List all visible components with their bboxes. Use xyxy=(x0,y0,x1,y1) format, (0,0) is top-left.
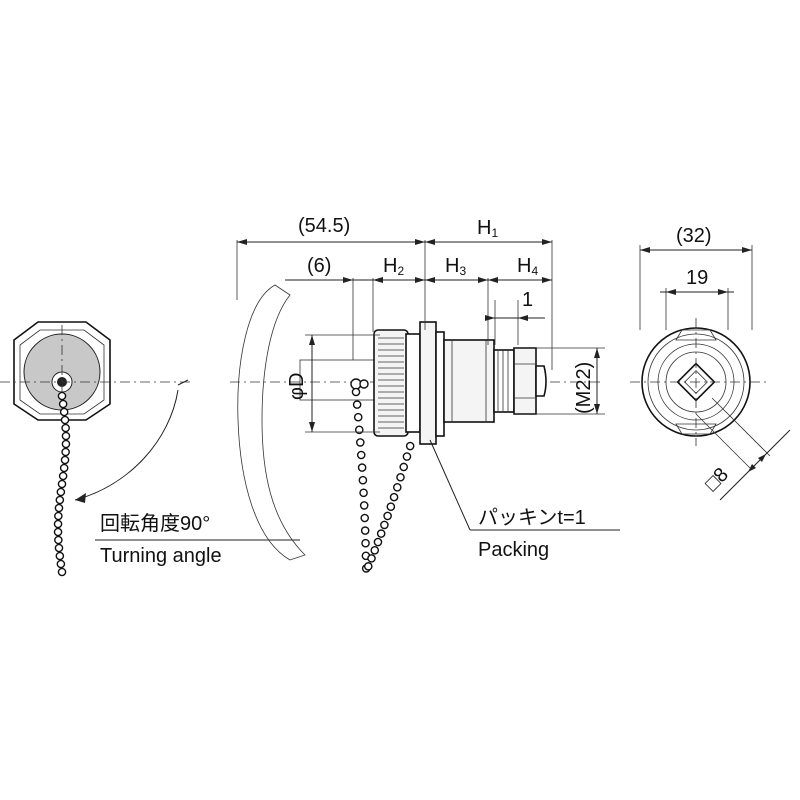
chain-bead xyxy=(61,439,71,449)
chain-bead xyxy=(360,513,370,523)
packing-callout: パッキンt=1 Packing xyxy=(429,439,620,561)
nut-body xyxy=(443,339,495,423)
top-dimensions: (54.5) H1 (6) H2 H3 H4 1 xyxy=(236,215,553,370)
chain-bead xyxy=(376,529,386,538)
chain-bead xyxy=(358,475,368,485)
chain-bead xyxy=(363,562,373,571)
chain-bead xyxy=(61,423,70,433)
packing-en: Packing xyxy=(478,539,549,561)
side-ball-chain xyxy=(350,378,415,573)
ball-chain xyxy=(53,391,71,577)
hex-nut xyxy=(513,347,537,415)
dim-phi-d: φD xyxy=(286,373,308,400)
chain-bead xyxy=(57,479,67,489)
chain-bead xyxy=(370,545,380,555)
chain-bead xyxy=(402,452,412,461)
chain-bead xyxy=(54,535,63,545)
chain-bead xyxy=(54,543,64,553)
chain-bead xyxy=(357,463,367,472)
chain-bead xyxy=(61,431,71,441)
chain-bead xyxy=(56,559,66,569)
turning-angle-jp: 回転角度90° xyxy=(100,512,210,535)
dim-six: (6) xyxy=(307,255,331,277)
dim-m22: (M22) xyxy=(573,362,595,414)
flange xyxy=(419,321,437,445)
chain-bead xyxy=(396,472,405,482)
chain-bead xyxy=(57,567,67,577)
dim-width-19: 19 xyxy=(686,267,708,289)
chain-bead xyxy=(359,488,368,498)
chain-bead xyxy=(386,502,396,511)
chain-bead xyxy=(58,471,68,481)
chain-bead xyxy=(53,519,63,529)
dim-one: 1 xyxy=(522,289,533,311)
chain-bead xyxy=(353,412,363,422)
chain-bead xyxy=(399,462,409,472)
chain-bead xyxy=(55,551,65,561)
chain-bead xyxy=(57,391,67,401)
chain-bead xyxy=(59,463,69,473)
chain-bead xyxy=(60,415,70,425)
side-view xyxy=(230,284,600,573)
chain-bead xyxy=(389,492,399,502)
m22-dimension: (M22) xyxy=(514,347,605,415)
chain-bead xyxy=(60,455,70,465)
phi-d-dimension: φD xyxy=(286,334,380,433)
dim-h4: H4 xyxy=(517,255,538,278)
chain-bead xyxy=(354,425,364,435)
front-view xyxy=(0,321,190,577)
rear-view: (32) 19 □8 xyxy=(630,225,791,501)
chain-bead xyxy=(359,379,369,389)
chain-bead xyxy=(355,438,365,447)
dim-h1: H1 xyxy=(477,217,498,240)
dim-overall: (54.5) xyxy=(298,215,350,237)
chain-bead xyxy=(359,501,369,510)
handle-outline xyxy=(237,284,306,561)
chain-bead xyxy=(356,450,366,460)
chain-bead xyxy=(360,526,370,535)
chain-bead xyxy=(351,387,361,397)
packing-jp: パッキンt=1 xyxy=(478,507,586,529)
chain-bead xyxy=(367,554,376,563)
chain-bead xyxy=(373,537,383,547)
dim-square-8: □8 xyxy=(701,464,733,496)
turning-angle-en: Turning angle xyxy=(100,545,222,567)
chain-bead xyxy=(361,538,370,548)
chain-bead xyxy=(405,441,415,451)
chain-bead xyxy=(55,495,65,505)
chain-bead xyxy=(53,527,63,537)
chain-bead xyxy=(352,400,362,409)
turning-angle-arc xyxy=(74,389,179,501)
chain-bead xyxy=(54,511,63,521)
chain-bead xyxy=(383,511,392,521)
chain-bead xyxy=(61,447,70,457)
dim-h3: H3 xyxy=(445,255,466,278)
turning-angle-callout: 回転角度90° Turning angle xyxy=(95,512,300,567)
dim-width-32: (32) xyxy=(676,225,712,247)
dim-h2: H2 xyxy=(383,255,404,278)
chain-bead xyxy=(56,487,66,497)
chain-bead xyxy=(54,503,64,513)
chain-bead xyxy=(380,520,389,530)
chain-bead xyxy=(59,407,69,417)
knurled-head xyxy=(373,329,409,437)
chain-bead xyxy=(392,483,402,492)
chain-bead xyxy=(58,399,68,409)
